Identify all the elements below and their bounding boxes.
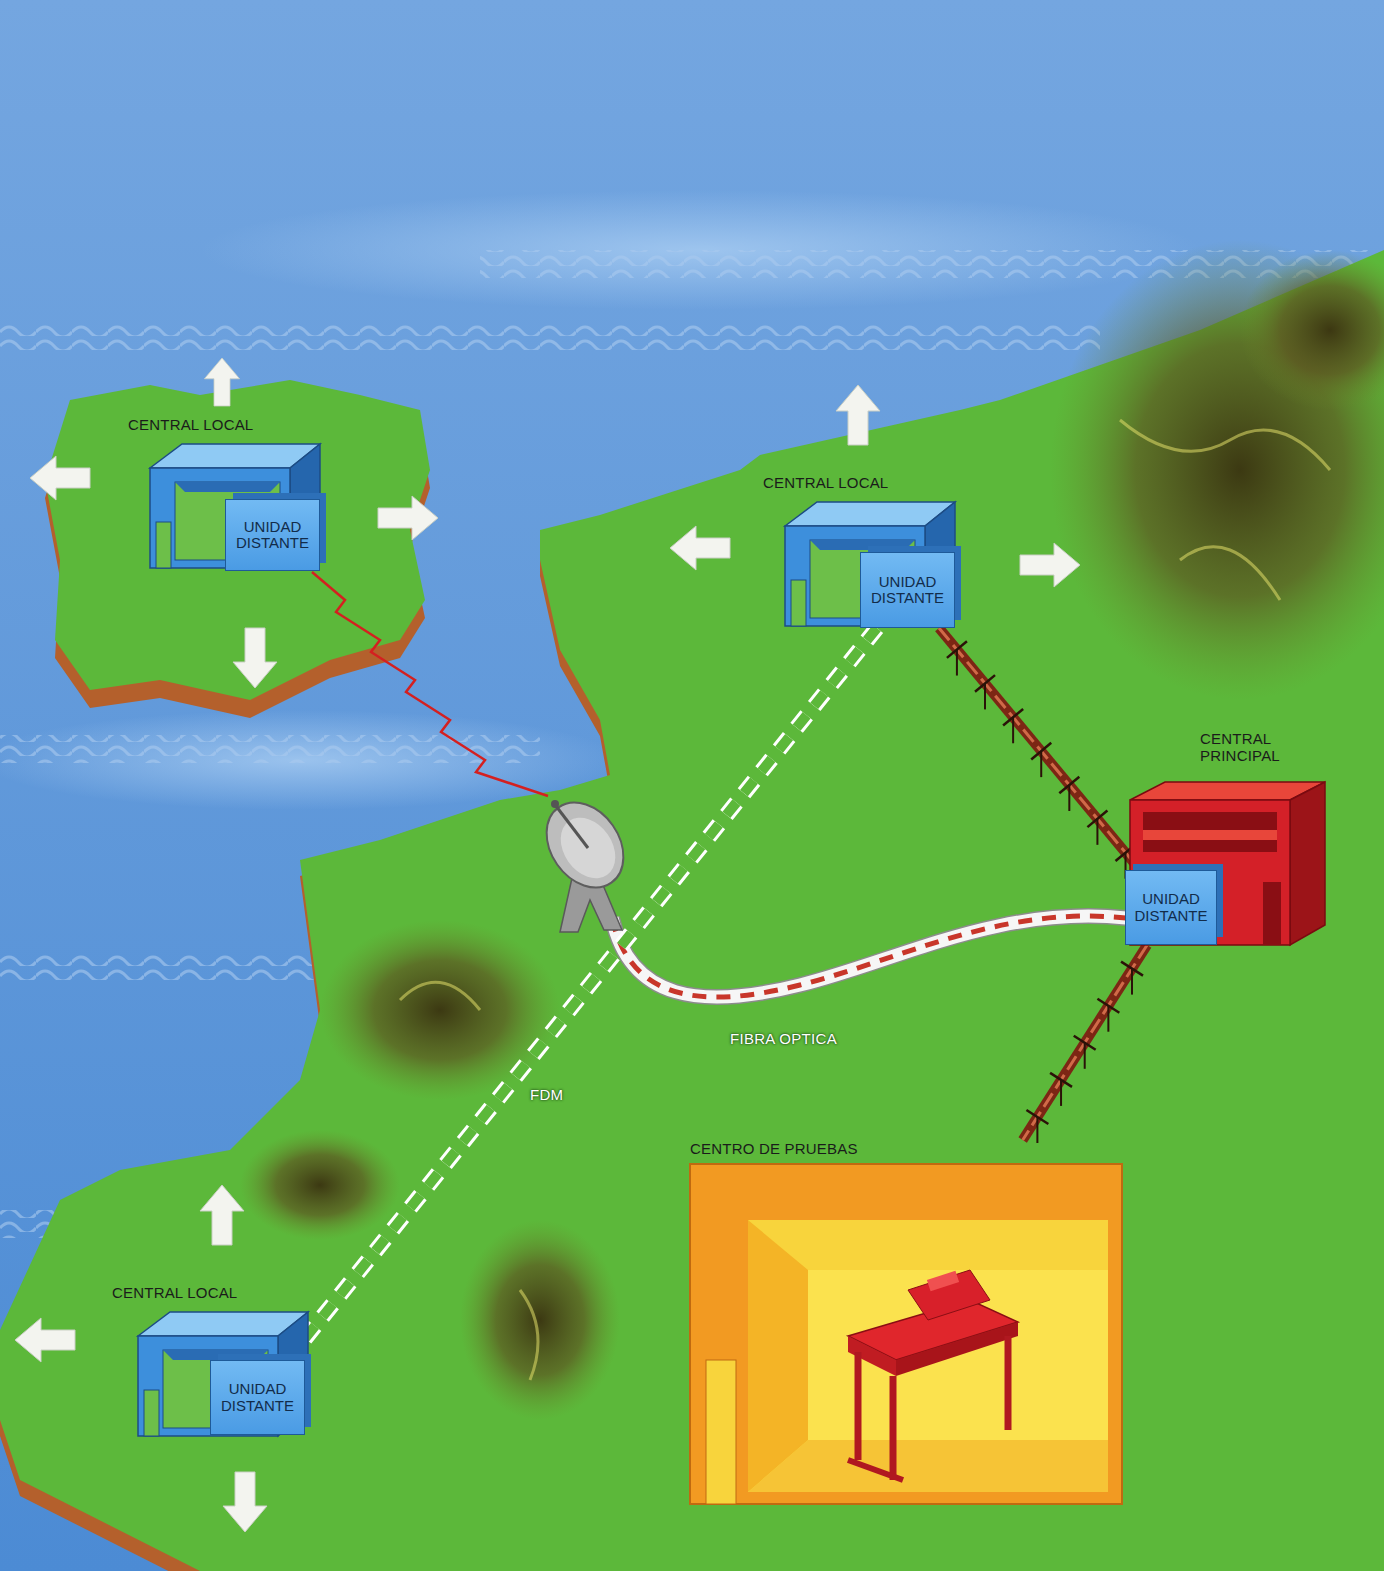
decor-shape [848, 1460, 903, 1480]
decor-shape [204, 358, 239, 406]
decor-shape [1020, 543, 1080, 587]
node-label: UNIDAD DISTANTE [226, 517, 319, 553]
connector-group [1023, 945, 1147, 1143]
test-centre: CENTRO DE PRUEBAS [688, 1140, 1124, 1506]
radio-link [312, 572, 548, 796]
pole [1096, 819, 1098, 845]
decor-shape [1143, 812, 1277, 852]
decor-shape [896, 1322, 1018, 1376]
connector-label: FDM [530, 1086, 563, 1103]
decor-shape [551, 800, 559, 808]
pole [1107, 1006, 1109, 1032]
island [45, 380, 430, 718]
node-label: UNIDAD DISTANTE [211, 1379, 304, 1415]
pole [1036, 1117, 1038, 1143]
remote-unit: UNIDAD DISTANTE [225, 499, 320, 571]
node-label: UNIDAD DISTANTE [861, 572, 954, 608]
decor-shape [223, 1472, 267, 1532]
decor-shape [612, 916, 1126, 997]
pole [1131, 969, 1133, 995]
decor-shape [791, 580, 806, 626]
waves [0, 325, 1100, 353]
remote-unit: UNIDAD DISTANTE [860, 552, 955, 628]
local-exchange: CENTRAL LOCAL UNIDAD DISTANTE [755, 474, 970, 639]
decor-shape [612, 916, 1126, 997]
decor-shape [808, 1270, 1108, 1440]
decor-shape [378, 496, 438, 540]
decor-shape [612, 916, 1126, 997]
decor-shape [1005, 1336, 1012, 1430]
decor-shape [233, 628, 277, 688]
decor-shape [1263, 882, 1281, 945]
node-heading: CENTRAL LOCAL [112, 1284, 237, 1301]
waves [0, 735, 540, 763]
decor-shape [890, 1376, 897, 1480]
node-heading: CENTRO DE PRUEBAS [690, 1140, 858, 1157]
decor-shape [908, 1270, 990, 1320]
decor-shape [175, 482, 280, 492]
decor-shape [200, 1185, 244, 1245]
main-exchange: CENTRAL PRINCIPAL UNIDAD DISTANTE [1125, 730, 1330, 945]
pole [1040, 751, 1042, 777]
decor-shape [1240, 250, 1384, 410]
pole [1012, 717, 1014, 743]
node-label: UNIDAD DISTANTE [1126, 889, 1216, 925]
decor-shape [706, 1360, 736, 1504]
decor-shape [1143, 830, 1277, 840]
local-exchange: CENTRAL LOCAL UNIDAD DISTANTE [120, 416, 335, 581]
remote-unit: UNIDAD DISTANTE [1125, 870, 1217, 945]
remote-unit: UNIDAD DISTANTE [210, 1360, 305, 1435]
pole-line-highlight [939, 628, 1140, 870]
decor-shape [156, 522, 171, 568]
decor-shape [690, 1164, 1122, 1504]
decor-shape [556, 806, 588, 848]
decor-shape [810, 540, 915, 550]
decor-shape [144, 1390, 159, 1436]
sea-glow [0, 710, 620, 810]
local-exchange: CENTRAL LOCAL UNIDAD DISTANTE [108, 1284, 323, 1444]
node-heading: CENTRAL PRINCIPAL [1200, 730, 1300, 765]
pole-line-highlight [1023, 945, 1147, 1140]
test-centre-building [688, 1140, 1124, 1506]
fiber-cable [612, 916, 1126, 997]
decor-shape [836, 385, 880, 445]
decor-shape [1050, 240, 1384, 700]
satellite-dish [531, 788, 639, 932]
decor-shape [30, 456, 90, 500]
decor-shape [240, 1130, 400, 1240]
decor-shape [748, 1440, 1108, 1492]
pole-line [939, 628, 1140, 870]
map-label: FIBRA OPTICA [730, 1030, 837, 1047]
decor-shape [927, 1271, 959, 1292]
decor-shape [15, 1318, 75, 1362]
decor-shape [1290, 782, 1325, 945]
pole [984, 683, 986, 709]
connector-group [939, 628, 1140, 879]
pole [1060, 1080, 1062, 1106]
decor-shape [460, 1220, 620, 1420]
decor-shape [748, 1220, 1108, 1492]
node-heading: CENTRAL LOCAL [763, 474, 888, 491]
node-heading: CENTRAL LOCAL [128, 416, 253, 433]
decor-shape [855, 1352, 862, 1460]
decor-shape [531, 788, 639, 902]
pole [1084, 1043, 1086, 1069]
pole-line [1023, 945, 1147, 1140]
decor-shape [163, 1350, 268, 1360]
decor-shape [670, 526, 730, 570]
waves [0, 955, 340, 983]
pole [1068, 785, 1070, 811]
pole [956, 650, 958, 676]
